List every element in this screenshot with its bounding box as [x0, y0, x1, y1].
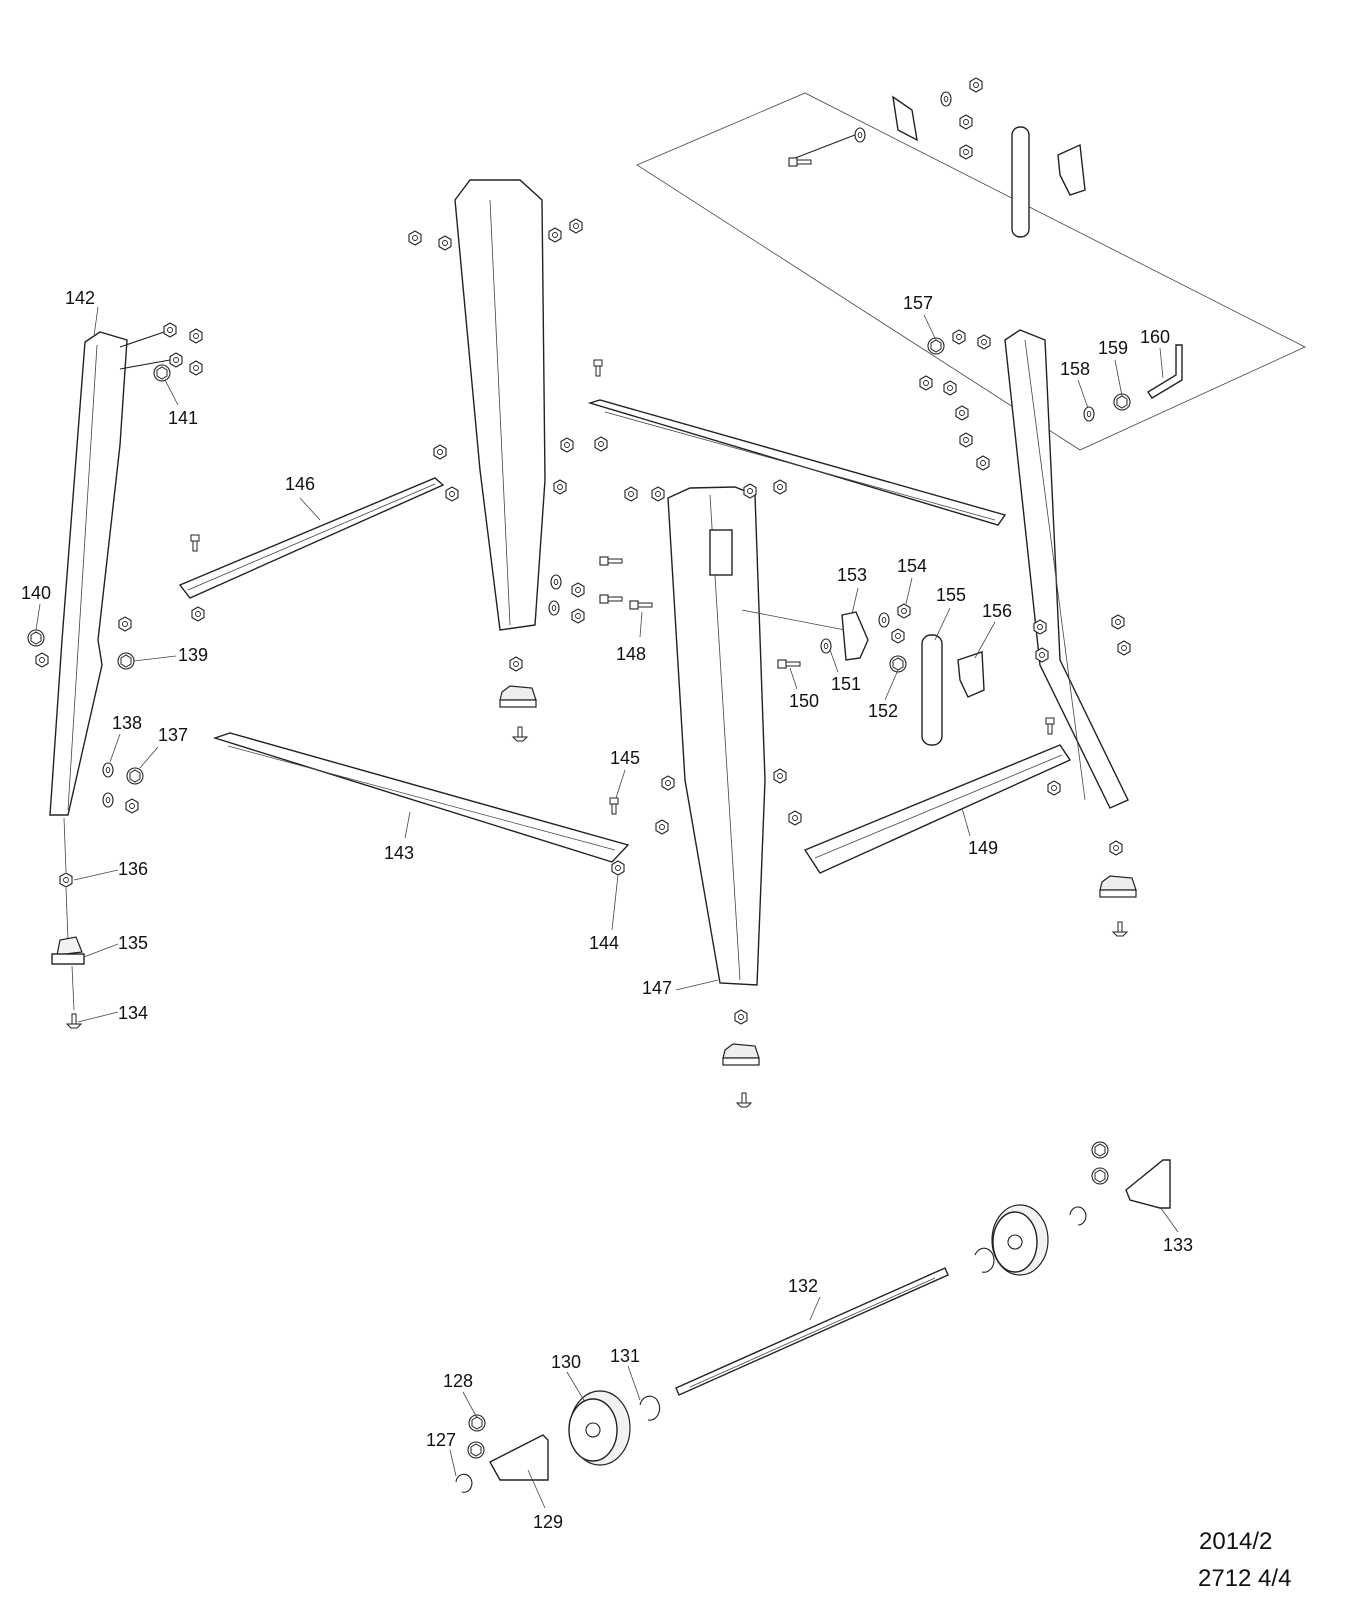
footer-date: 2014/2	[1199, 1528, 1272, 1555]
label-146: 146	[285, 474, 315, 494]
label-136: 136	[118, 859, 148, 879]
label-134: 134	[118, 1003, 148, 1023]
footer-code: 2712 4/4	[1198, 1565, 1291, 1592]
leg-147	[599, 479, 802, 1108]
label-152: 152	[868, 701, 898, 721]
label-153: 153	[837, 565, 867, 585]
brace-assembly	[741, 603, 985, 746]
label-160: 160	[1140, 327, 1170, 347]
label-158: 158	[1060, 359, 1090, 379]
label-129: 129	[533, 1512, 563, 1532]
leader-lines	[35, 306, 1179, 1509]
label-148: 148	[616, 644, 646, 664]
back-right-leg	[919, 329, 1183, 937]
axle-wheel-assembly	[455, 1141, 1171, 1493]
back-left-leg	[408, 179, 585, 742]
label-141: 141	[168, 408, 198, 428]
label-132: 132	[788, 1276, 818, 1296]
label-151: 151	[831, 674, 861, 694]
label-147: 147	[642, 978, 672, 998]
label-142: 142	[65, 288, 95, 308]
label-127: 127	[426, 1430, 456, 1450]
table-top-outline	[636, 77, 1306, 451]
label-145: 145	[610, 748, 640, 768]
rail-149	[803, 717, 1072, 874]
label-131: 131	[610, 1346, 640, 1366]
label-144: 144	[589, 933, 619, 953]
label-155: 155	[936, 585, 966, 605]
leg-142	[27, 322, 203, 1029]
label-139: 139	[178, 645, 208, 665]
label-149: 149	[968, 838, 998, 858]
back-rail	[587, 359, 1007, 526]
label-157: 157	[903, 293, 933, 313]
part-labels: 127 128 129 130 131 132 133 134 135 136 …	[21, 288, 1193, 1532]
label-154: 154	[897, 556, 927, 576]
rail-143	[212, 732, 630, 876]
label-130: 130	[551, 1352, 581, 1372]
label-150: 150	[789, 691, 819, 711]
rail-146	[178, 477, 445, 622]
label-128: 128	[443, 1371, 473, 1391]
label-137: 137	[158, 725, 188, 745]
label-156: 156	[982, 601, 1012, 621]
label-138: 138	[112, 713, 142, 733]
label-159: 159	[1098, 338, 1128, 358]
footer: 2014/2 2712 4/4	[1198, 1528, 1291, 1592]
label-140: 140	[21, 583, 51, 603]
label-133: 133	[1163, 1235, 1193, 1255]
label-143: 143	[384, 843, 414, 863]
label-135: 135	[118, 933, 148, 953]
